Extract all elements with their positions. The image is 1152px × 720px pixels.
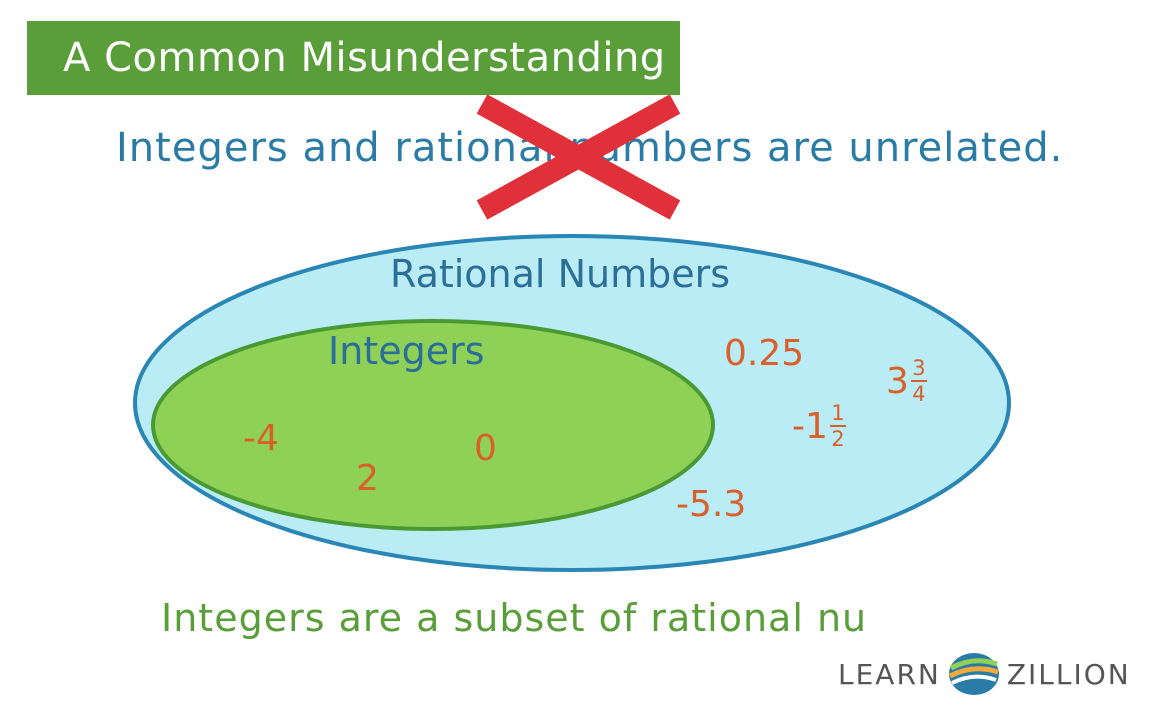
integer-value: -4 bbox=[243, 418, 279, 459]
mixed-number-whole: 3 bbox=[886, 360, 909, 402]
mixed-number-denominator: 2 bbox=[831, 427, 845, 451]
rational-value: -5.3 bbox=[676, 484, 747, 525]
mixed-number-whole: -1 bbox=[792, 405, 828, 447]
mixed-number: 3 3 4 bbox=[886, 357, 927, 405]
integer-value: 0 bbox=[474, 428, 497, 469]
globe-swirl-icon bbox=[948, 653, 999, 695]
conclusion-statement: Integers are a subset of rational nu bbox=[161, 596, 868, 640]
logo-text-right: ZILLION bbox=[1006, 657, 1131, 691]
page-title: A Common Misunderstanding bbox=[63, 35, 666, 81]
rational-value: 0.25 bbox=[724, 333, 805, 374]
integers-label: Integers bbox=[328, 329, 485, 373]
mixed-number-numerator: 3 bbox=[912, 356, 926, 380]
fraction-bar bbox=[829, 425, 846, 427]
integers-set bbox=[151, 319, 715, 531]
integer-value: 2 bbox=[356, 458, 379, 499]
mixed-number-denominator: 4 bbox=[912, 382, 926, 406]
cross-out-icon bbox=[476, 94, 681, 220]
rational-numbers-label: Rational Numbers bbox=[390, 252, 731, 296]
mixed-number-numerator: 1 bbox=[831, 401, 845, 425]
mixed-number: -1 1 2 bbox=[792, 402, 846, 450]
learnzillion-logo: LEARN ZILLION bbox=[838, 650, 1131, 698]
fraction-bar bbox=[910, 380, 927, 382]
title-banner: A Common Misunderstanding bbox=[27, 21, 680, 95]
logo-text-left: LEARN bbox=[838, 657, 941, 691]
